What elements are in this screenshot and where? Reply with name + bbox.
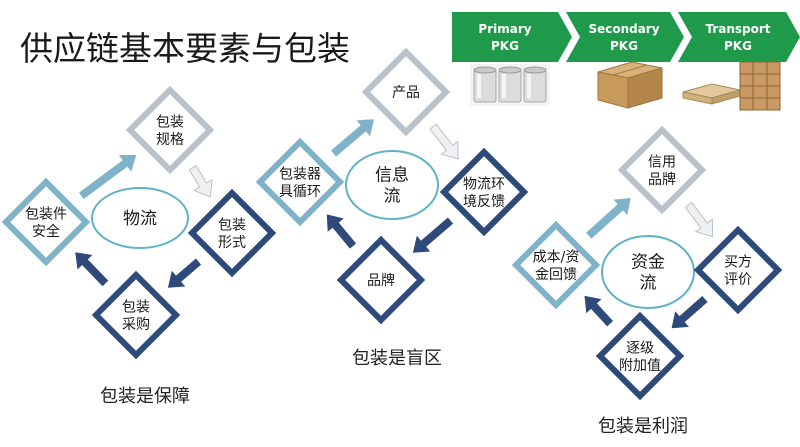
cycle-3-node-1-diamond bbox=[617, 125, 707, 215]
cycle-3-arrow-3 bbox=[584, 295, 614, 327]
cycle-1-node-2-label: 包装形式 bbox=[218, 217, 246, 251]
cycle-1-node-3-label: 包装采购 bbox=[122, 299, 150, 333]
cycle-3-node-4-diamond bbox=[511, 220, 601, 310]
cycle-1-node-2-diamond bbox=[187, 188, 277, 278]
primary-pkg-label-line2: PKG bbox=[491, 39, 519, 53]
transport-pkg-pallet-picture bbox=[682, 61, 781, 111]
cycle-1-arrow-4 bbox=[79, 155, 137, 199]
cycle-3-arrow-4 bbox=[586, 198, 631, 239]
cycle-3-node-1-label: 信用品牌 bbox=[648, 154, 676, 188]
cycle-1-node-1-label: 包装规格 bbox=[156, 114, 184, 148]
secondary-pkg-label-line2: PKG bbox=[610, 39, 638, 53]
cycle-2-arrow-4 bbox=[331, 119, 374, 157]
cycle-2-center-label: 信息流 bbox=[375, 165, 409, 206]
secondary-pkg-chevron bbox=[566, 12, 684, 62]
cycle-2-node-4-diamond bbox=[255, 137, 345, 227]
transport-pkg-label-line2: PKG bbox=[724, 39, 752, 53]
cycle-1-center-ellipse bbox=[91, 187, 189, 249]
cycle-2-node-2-label: 物流环境反馈 bbox=[463, 176, 505, 210]
cycle-1-node-1-diamond bbox=[125, 85, 215, 175]
cycle-3-node-2-diamond bbox=[693, 225, 783, 315]
cycle-3-caption: 包装是利润 bbox=[598, 416, 688, 437]
primary-pkg-chevron bbox=[452, 12, 572, 62]
cycle-2-node-1-diamond bbox=[361, 47, 451, 137]
cycle-2-center-ellipse bbox=[345, 150, 439, 220]
cycle-1-node-4-label: 包装件安全 bbox=[25, 206, 67, 240]
cycle-1-arrow-2 bbox=[167, 258, 202, 288]
cycle-2-node-3-diamond bbox=[336, 235, 426, 325]
primary-pkg-label-line1: Primary bbox=[478, 22, 531, 36]
cycle-3-node-4-label: 成本/资金回馈 bbox=[533, 249, 580, 283]
cycle-3-arrow-2 bbox=[671, 296, 708, 329]
cycle-2-arrow-3 bbox=[326, 214, 357, 249]
page-title: 供应链基本要素与包装 bbox=[20, 29, 350, 68]
cycle-2-node-4-label: 包装器具循环 bbox=[279, 166, 321, 200]
cycle-3-arrow-1 bbox=[684, 201, 714, 238]
transport-pkg-chevron bbox=[678, 12, 800, 62]
cycle-1-caption: 包装是保障 bbox=[100, 386, 190, 407]
cycle-1-center-label: 物流 bbox=[123, 209, 157, 229]
cycle-2-node-2-diamond bbox=[439, 147, 529, 237]
cycle-1-node-4-diamond bbox=[1, 177, 91, 267]
cycle-3-node-2-label: 买方评价 bbox=[724, 254, 752, 288]
primary-pkg-cans-picture bbox=[470, 64, 550, 106]
cycle-3-center-ellipse bbox=[601, 235, 695, 309]
cycle-2-node-3-label: 品牌 bbox=[367, 272, 395, 289]
cycle-2-arrow-1 bbox=[429, 123, 459, 160]
cycle-3-node-3-diamond bbox=[595, 311, 685, 401]
cycle-3-center-label: 资金流 bbox=[631, 252, 665, 293]
cycle-1-node-3-diamond bbox=[91, 270, 181, 360]
cycle-3-node-3-label: 逐级附加值 bbox=[619, 340, 661, 374]
secondary-pkg-label-line1: Secondary bbox=[588, 22, 659, 36]
cycle-1-arrow-1 bbox=[188, 164, 213, 198]
transport-pkg-label-line1: Transport bbox=[705, 22, 770, 36]
cycle-2-caption: 包装是盲区 bbox=[352, 348, 442, 369]
secondary-pkg-box-picture bbox=[597, 61, 663, 109]
cycle-2-node-1-label: 产品 bbox=[392, 85, 420, 101]
cycle-1-arrow-3 bbox=[75, 252, 109, 287]
cycle-2-arrow-2 bbox=[412, 217, 454, 253]
